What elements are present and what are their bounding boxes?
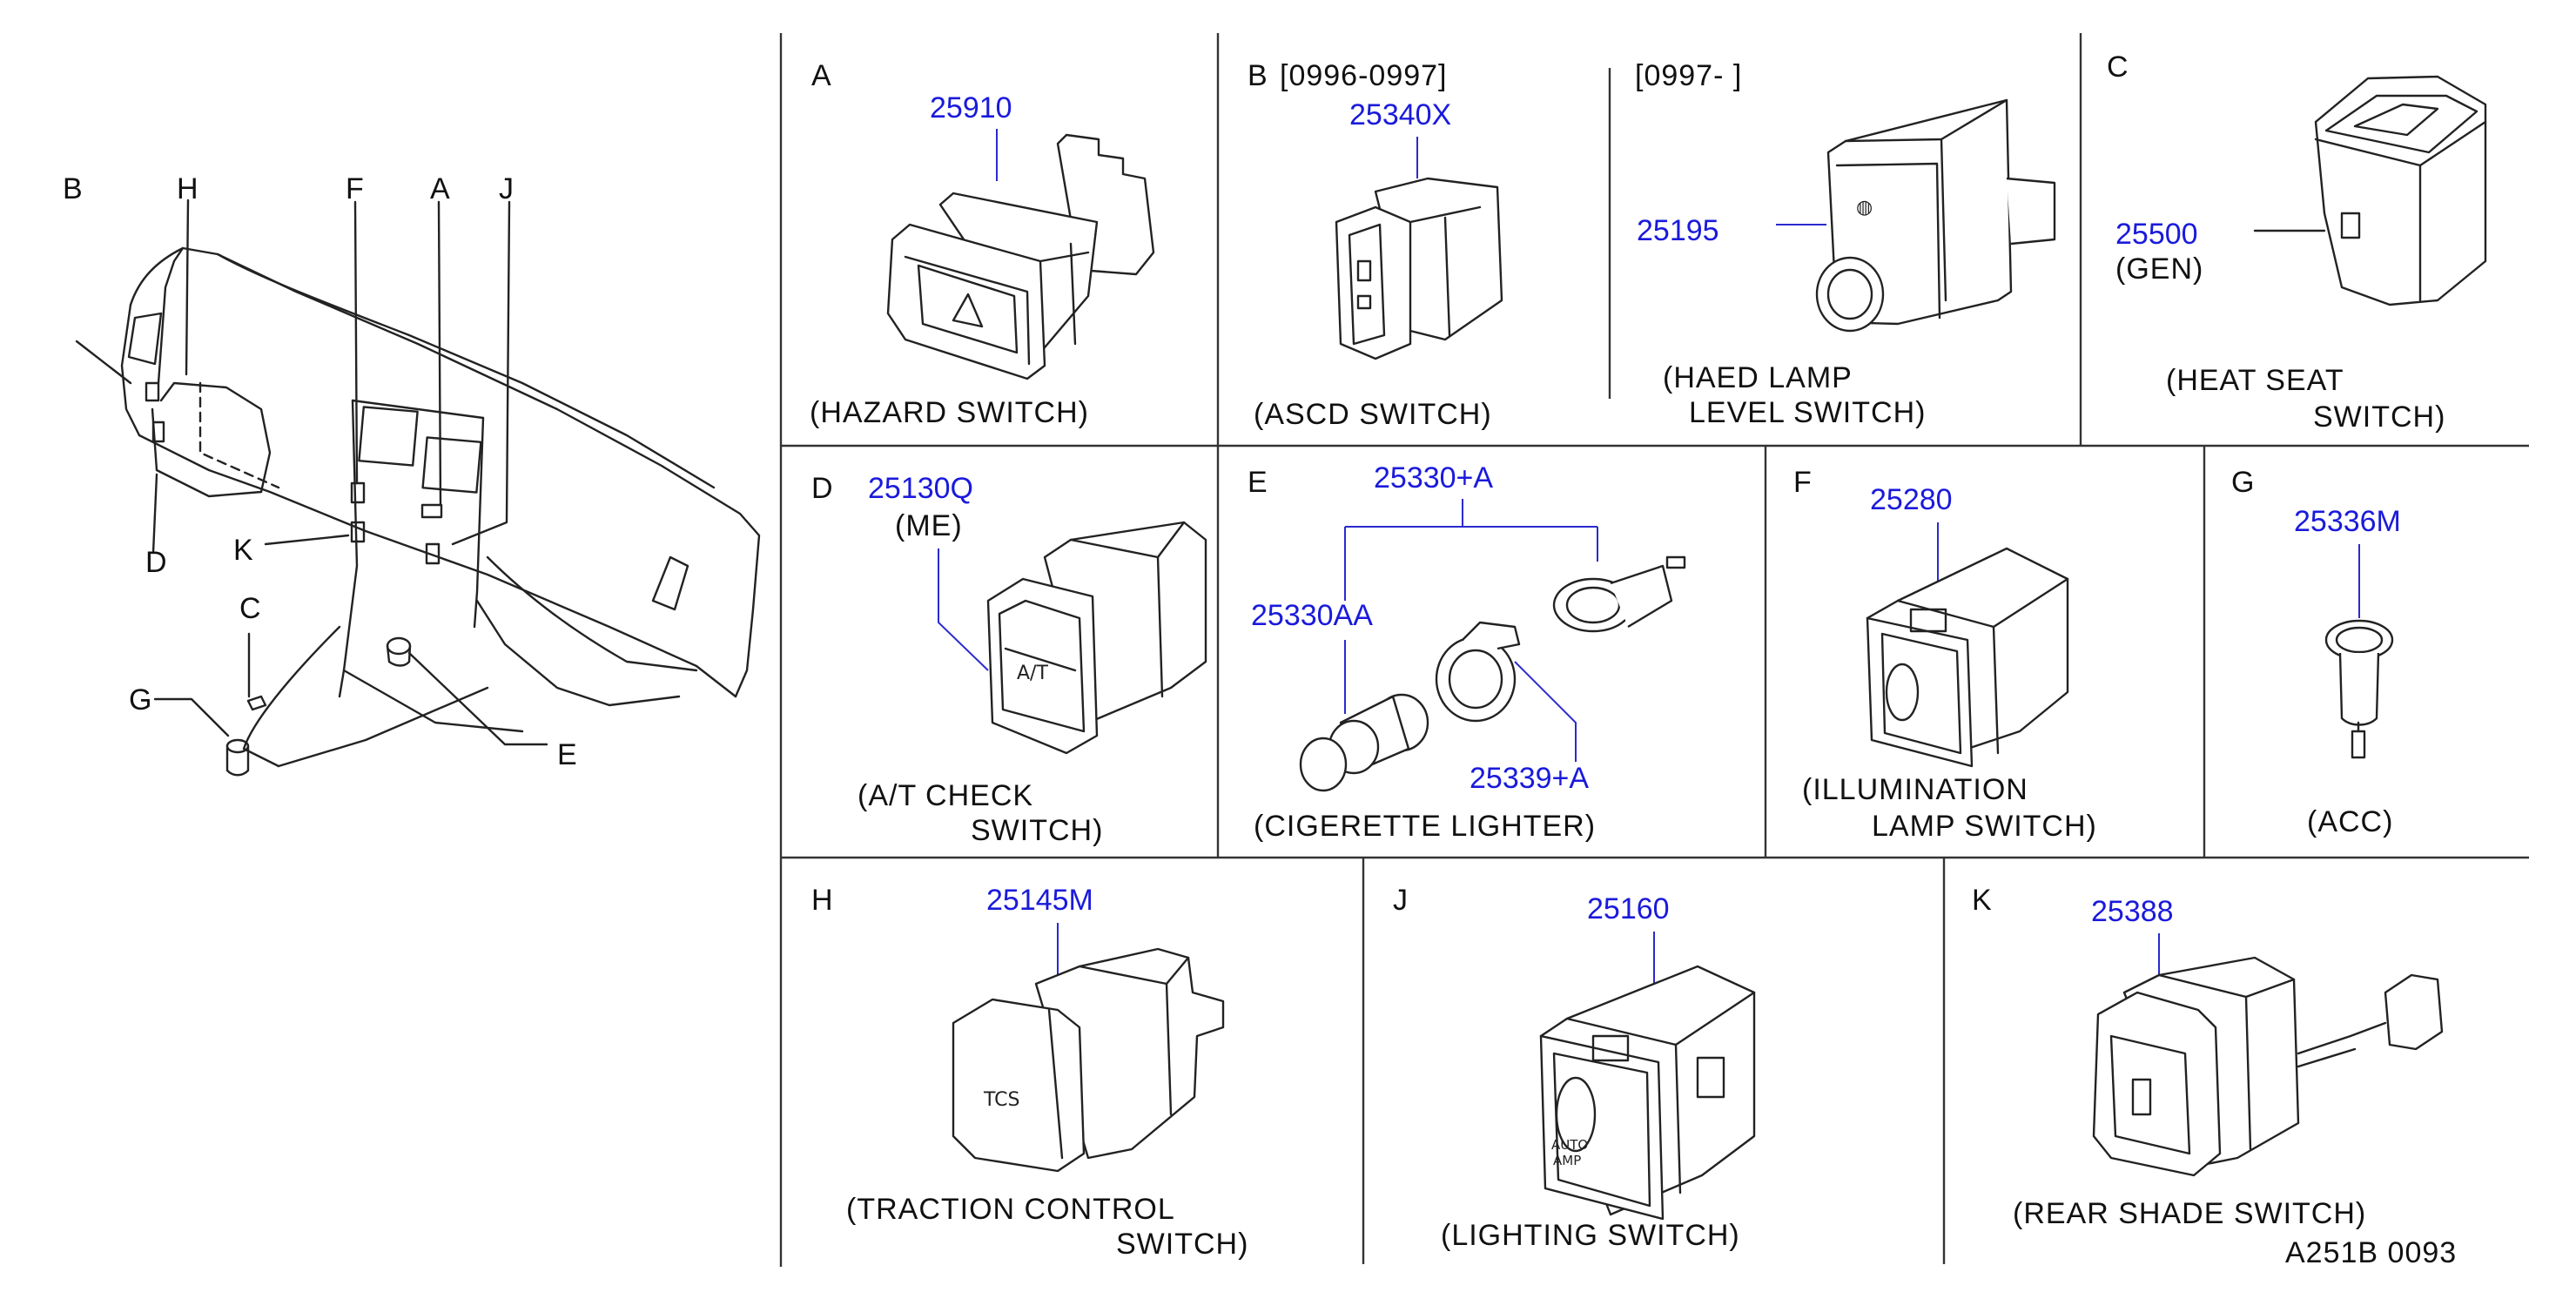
traction-control-switch-drawing: TCS (952, 947, 1225, 1173)
headlamp-level-switch-drawing: ◍ (1815, 98, 2056, 333)
panel-b: B [0996-0997] 25340X (ASCD SWITCH) (1248, 59, 1503, 431)
rear-shade-switch-drawing (2092, 956, 2444, 1177)
caption-line-1: (HEAT SEAT (2166, 364, 2344, 397)
caption-line-2: SWITCH) (1116, 1228, 1248, 1261)
callout-a: A (430, 172, 450, 205)
caption-line-1: (HAED LAMP (1663, 361, 1853, 394)
panel-letter: F (1793, 466, 1812, 499)
gen-note: (GEN) (2115, 252, 2203, 286)
caption-line-2: LAMP SWITCH) (1872, 810, 2097, 843)
panel-a: A 25910 (HAZARD SWITCH) (810, 59, 1155, 429)
at-check-switch-drawing: A/T (986, 521, 1207, 755)
caption-line-1: (REAR SHADE SWITCH) (2013, 1197, 2366, 1230)
auto-label: AUTO (1551, 1137, 1588, 1153)
callout-k: K (233, 534, 253, 567)
panel-d: D 25130Q (ME) A/T (A/T CHECK SWITCH) (811, 472, 1207, 847)
lighting-switch-drawing: AUTO AMP (1539, 965, 1756, 1221)
caption-line-1: (HAZARD SWITCH) (810, 396, 1089, 429)
callout-g: G (129, 683, 151, 717)
part-number: 25160 (1587, 892, 1670, 925)
drawing-code: A251B 0093 (2285, 1236, 2457, 1269)
part-number: 25336M (2294, 505, 2401, 538)
illumination-switch-drawing (1866, 547, 2069, 768)
caption-line-1: (LIGHTING SWITCH) (1441, 1219, 1740, 1252)
panel-c: C 25500 (GEN) (HEAT SEAT SWITCH) (2107, 50, 2487, 434)
panel-letter: K (1972, 884, 1992, 917)
callout-d: D (145, 546, 167, 579)
part-number: 25280 (1870, 483, 1953, 516)
panel-letter: D (811, 472, 833, 505)
panel-letter: C (2107, 50, 2129, 84)
callout-e: E (557, 738, 577, 771)
callout-f: F (346, 172, 364, 205)
caption-line-1: (TRACTION CONTROL (846, 1193, 1175, 1226)
date-range: [0996-0997] (1280, 59, 1448, 92)
panel-g: G 25336M (ACC) (2231, 466, 2401, 838)
callout-j: J (499, 172, 514, 205)
part-number: 25500 (2115, 218, 2198, 251)
part-right: 25339+A (1470, 762, 1589, 795)
headlamp-icon: ◍ (1856, 197, 1873, 219)
caption-line-1: (ILLUMINATION (1802, 773, 2028, 806)
me-note: (ME) (895, 509, 963, 542)
panel-grid (779, 33, 2529, 1267)
callout-c: C (239, 592, 261, 625)
part-number: 25388 (2091, 895, 2174, 928)
overview-callouts: B H F A J K D C G E (63, 172, 577, 771)
cigarette-lighter-drawing (1299, 555, 1686, 792)
panel-letter: A (811, 59, 831, 92)
part-number: 25195 (1637, 214, 1719, 247)
caption-line-2: SWITCH) (2313, 400, 2445, 434)
part-number: 25130Q (868, 472, 973, 505)
amp-label: AMP (1553, 1153, 1581, 1168)
caption-line-1: (ASCD SWITCH) (1254, 398, 1492, 431)
dashboard-overview (75, 199, 761, 777)
heat-seat-switch-drawing (2314, 75, 2487, 306)
caption-line-2: LEVEL SWITCH) (1689, 396, 1926, 429)
part-number: 25910 (930, 91, 1012, 124)
triangle-icon (952, 293, 984, 328)
panel-k: K 25388 (REAR SHADE SWITCH) (1972, 884, 2444, 1230)
panel-f: F 25280 (ILLUMINATION LAMP SWITCH) (1793, 466, 2097, 843)
acc-socket-drawing (2324, 619, 2394, 759)
panel-j: J 25160 AUTO AMP (LIGHTING SWITCH) (1393, 884, 1756, 1252)
panel-letter: G (2231, 466, 2254, 499)
caption-line-1: (ACC) (2307, 805, 2393, 838)
at-label: A/T (1017, 663, 1048, 684)
part-left: 25330AA (1251, 599, 1373, 632)
panel-letter: H (811, 884, 833, 917)
panel-e: E 25330+A 25330AA 25339+A (CIGERETTE LIG… (1248, 461, 1686, 843)
caption-line-2: SWITCH) (971, 814, 1103, 847)
panel-letter: E (1248, 466, 1268, 499)
part-number: 25340X (1349, 98, 1451, 131)
callout-h: H (177, 172, 198, 205)
caption-line-1: (A/T CHECK (858, 779, 1033, 812)
part-number: 25145M (986, 884, 1093, 917)
callout-b: B (63, 172, 83, 205)
panel-b2: [0997- ] 25195 ◍ (HAED LAMP LEVEL SWITCH… (1635, 59, 2056, 429)
tcs-label: TCS (983, 1089, 1019, 1111)
part-top: 25330+A (1374, 461, 1493, 495)
hazard-switch-drawing (886, 133, 1155, 380)
date-range: [0997- ] (1635, 59, 1742, 92)
ascd-switch-drawing (1335, 177, 1503, 360)
caption-line-1: (CIGERETTE LIGHTER) (1254, 810, 1596, 843)
panel-letter: J (1393, 884, 1408, 917)
panel-h: H 25145M TCS (TRACTION CONTROL SWITCH) (811, 884, 1248, 1261)
panel-letter: B (1248, 59, 1268, 92)
